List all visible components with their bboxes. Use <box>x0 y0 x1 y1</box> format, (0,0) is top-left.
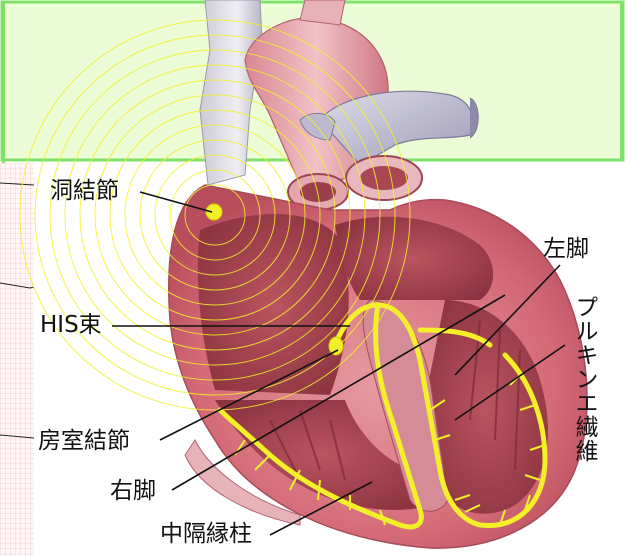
av-node-marker <box>329 337 343 355</box>
label-moderator-band: 中隔縁柱 <box>160 523 252 546</box>
label-sinoatrial-node: 洞結節 <box>50 180 119 203</box>
sinoatrial-node-marker <box>206 204 222 220</box>
label-purkinje-fibers: プルキンエ繊維 <box>572 295 595 463</box>
label-left-bundle: 左脚 <box>543 238 589 261</box>
label-right-bundle: 右脚 <box>110 480 156 503</box>
label-av-node: 房室結節 <box>38 430 130 453</box>
label-his-bundle: HIS束 <box>40 314 102 337</box>
